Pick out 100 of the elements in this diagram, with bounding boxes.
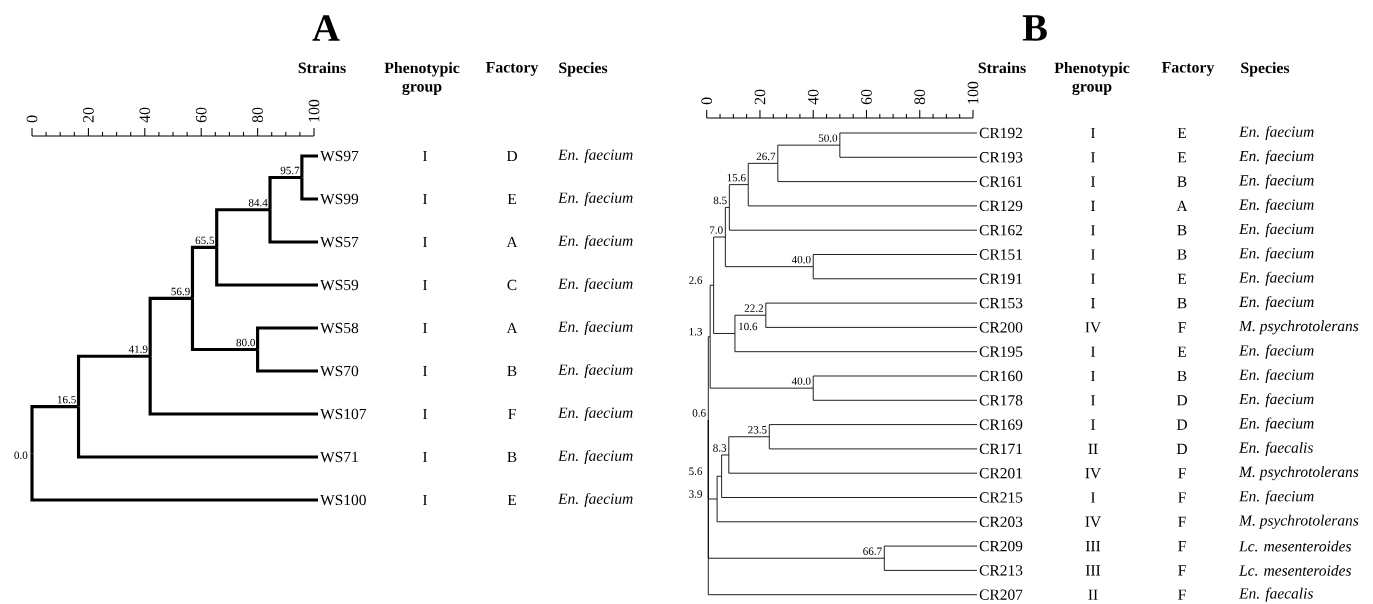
species-name: M. psychrotolerans — [1238, 320, 1359, 335]
factory-letter: B — [1177, 298, 1187, 309]
strain-label: CR215 — [979, 492, 1023, 503]
group-numeral: I — [423, 494, 428, 506]
factory-letter: F — [1178, 322, 1186, 333]
group-numeral: I — [1091, 225, 1096, 236]
group-numeral: I — [1091, 127, 1096, 139]
species-name: En. faecium — [557, 363, 633, 379]
tick-label: 100 — [308, 99, 320, 122]
strain-label: CR213 — [979, 565, 1023, 576]
similarity-value: 40.0 — [791, 377, 811, 385]
similarity-value: 8.5 — [713, 196, 727, 205]
dendrogram-branch — [765, 314, 978, 328]
group-numeral: I — [1091, 346, 1096, 357]
group-numeral: IV — [1085, 516, 1101, 527]
tick-label: 20 — [83, 107, 94, 123]
factory-letter: E — [507, 494, 516, 506]
strain-label: WS59 — [320, 279, 359, 291]
factory-letter: A — [506, 322, 518, 334]
column-header: Phenotypic group — [1054, 62, 1130, 95]
dendrogram-branch — [768, 424, 978, 438]
group-numeral: I — [423, 451, 428, 463]
dendrogram-branch — [777, 162, 978, 183]
similarity-value: 5.6 — [689, 467, 703, 475]
group-numeral: I — [1091, 395, 1096, 406]
group-numeral: I — [1091, 419, 1096, 430]
species-name: En. faecium — [557, 277, 633, 293]
factory-letter: A — [506, 236, 518, 248]
factory-letter: E — [1177, 152, 1186, 163]
factory-letter: D — [1176, 395, 1187, 406]
panel-letter: A — [312, 15, 340, 41]
column-header: Strains — [298, 62, 346, 74]
species-name: En. faecium — [1238, 393, 1314, 408]
factory-letter: B — [1177, 225, 1187, 236]
species-name: En. faecium — [1238, 417, 1314, 432]
dendrogram-branch — [721, 454, 730, 477]
dendrogram-branch — [148, 356, 318, 416]
species-name: En. faecalis — [1238, 587, 1313, 602]
similarity-value: 3.9 — [689, 490, 703, 498]
factory-letter: D — [506, 150, 517, 162]
dendrogram-branch — [190, 298, 258, 352]
group-numeral: I — [1091, 152, 1096, 163]
dendrogram-branch — [734, 333, 978, 353]
panel-letter: B — [1022, 15, 1047, 41]
group-numeral: II — [1088, 443, 1098, 454]
strain-label: WS71 — [320, 451, 358, 463]
factory-letter: F — [1178, 492, 1186, 503]
dendrogram-branch — [728, 436, 770, 456]
species-name: En. faecium — [557, 148, 633, 164]
similarity-value: 0.6 — [692, 409, 706, 417]
species-name: En. faecium — [1238, 344, 1314, 359]
similarity-value: 1.3 — [689, 328, 703, 336]
tick-label: 60 — [195, 107, 207, 123]
group-numeral: II — [1088, 589, 1098, 600]
strain-label: CR151 — [979, 249, 1022, 260]
dendrogram-branch — [812, 375, 978, 389]
group-numeral: I — [423, 150, 428, 162]
strain-label: CR195 — [979, 346, 1023, 357]
group-numeral: III — [1085, 541, 1101, 552]
dendrogram-branch — [724, 206, 730, 238]
species-name: M. psychrotolerans — [1238, 514, 1359, 529]
tick-label: 100 — [967, 81, 979, 104]
similarity-value: 22.2 — [744, 304, 763, 312]
factory-letter: B — [507, 451, 517, 463]
strain-label: CR153 — [979, 297, 1023, 309]
strain-label: CR161 — [979, 176, 1022, 187]
factory-letter: F — [1178, 565, 1186, 576]
species-name: M. psychrotolerans — [1238, 466, 1359, 481]
species-name: En. faecium — [557, 492, 633, 508]
factory-letter: E — [1177, 346, 1186, 357]
group-numeral: I — [1091, 200, 1096, 211]
similarity-value: 66.7 — [863, 547, 882, 555]
group-numeral: I — [423, 193, 428, 205]
species-name: En. faecium — [557, 191, 633, 207]
dendrogram-branch — [728, 206, 978, 231]
factory-letter: C — [507, 279, 517, 291]
species-name: En. faecium — [1238, 223, 1314, 238]
strain-label: WS58 — [320, 322, 359, 334]
dendrogram-branch — [721, 475, 978, 498]
strain-label: CR171 — [979, 443, 1022, 455]
species-name: En. faecium — [1238, 174, 1314, 189]
tick-label: 60 — [861, 89, 872, 105]
factory-letter: D — [1176, 443, 1187, 454]
similarity-value: 40.0 — [791, 255, 811, 264]
factory-letter: B — [1177, 249, 1187, 260]
strain-label: WS99 — [320, 193, 359, 205]
column-header: Phenotypic group — [384, 62, 460, 95]
strain-label: CR178 — [979, 395, 1023, 406]
dendrogram-branch — [190, 245, 217, 299]
dendrogram-branch — [713, 284, 736, 334]
factory-letter: F — [508, 408, 516, 420]
dendrogram-branch — [883, 545, 978, 559]
dendrogram-branch — [76, 406, 318, 459]
similarity-value: 10.6 — [739, 322, 758, 331]
species-name: En. faecium — [1238, 125, 1314, 141]
dendrogram-branch — [256, 349, 318, 373]
species-name: Lc. mesenteroides — [1238, 564, 1351, 576]
group-numeral: IV — [1085, 322, 1101, 333]
tick-label: 80 — [914, 89, 926, 105]
similarity-value: 41.9 — [128, 345, 148, 353]
